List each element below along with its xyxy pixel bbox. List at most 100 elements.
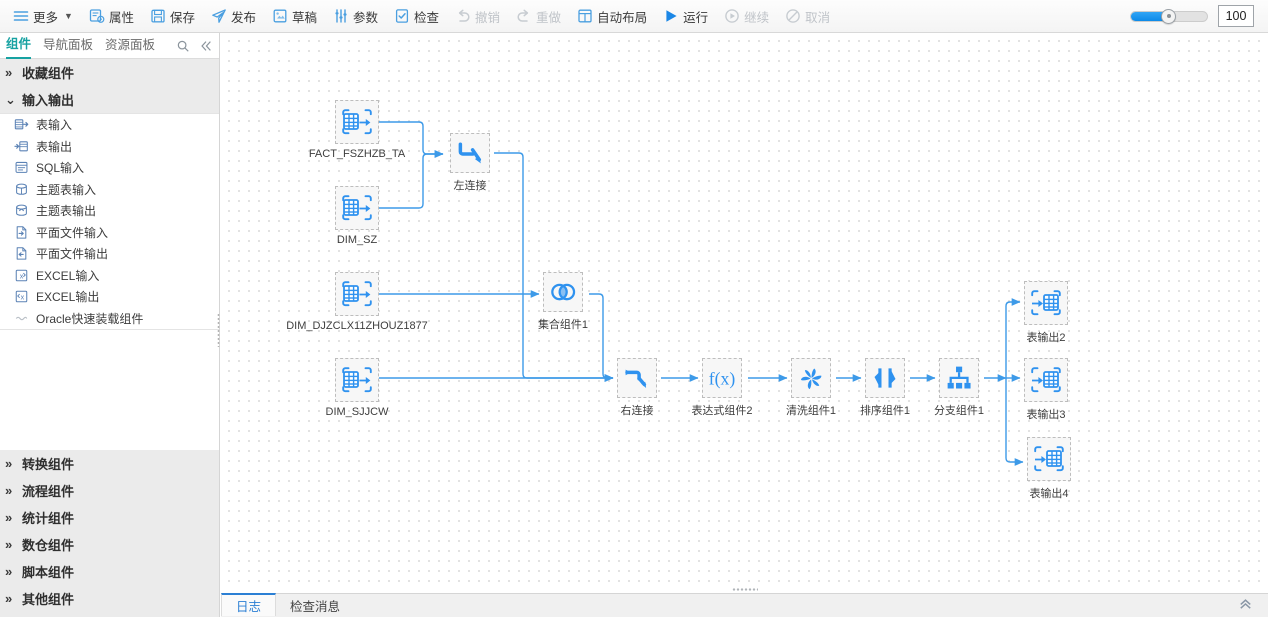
toolbar-button-save[interactable]: 保存 — [143, 4, 202, 29]
toolbar-button-label: 更多 — [33, 10, 59, 25]
canvas-node-n13[interactable]: 表输出3 — [1024, 358, 1068, 421]
tree-category-4[interactable]: »统计组件 — [0, 504, 219, 531]
sidebar-tab-0[interactable]: 组件 — [6, 32, 32, 59]
chevron-right-icon: » — [5, 456, 13, 471]
sort-icon[interactable] — [865, 358, 905, 398]
table-input-node-icon[interactable] — [335, 272, 379, 316]
canvas-node-n5[interactable]: 集合组件1 — [538, 272, 588, 331]
tree-category-3[interactable]: »流程组件 — [0, 477, 219, 504]
canvas-node-n4[interactable]: DIM_DJZCLX11ZHOUZ1877 — [286, 272, 428, 332]
bottom-tab-1[interactable]: 检查消息 — [290, 600, 341, 614]
tree-item-subject-output[interactable]: 主题表输出 — [0, 200, 219, 222]
canvas-node-label: 表达式组件2 — [691, 405, 753, 417]
toolbar-button-label: 继续 — [744, 10, 770, 25]
toolbar-button-label: 取消 — [805, 10, 831, 25]
canvas-node-n3[interactable]: 左连接 — [450, 133, 490, 192]
canvas-node-n11[interactable]: 分支组件1 — [934, 358, 984, 417]
tree-item-table-input[interactable]: 表输入 — [0, 114, 219, 136]
tree-category-7[interactable]: »其他组件 — [0, 585, 219, 612]
undo-icon — [455, 8, 471, 24]
zoom-value-input[interactable]: 100 — [1218, 5, 1254, 27]
toolbar-button-run[interactable]: 运行 — [656, 4, 715, 29]
table-input-node-icon[interactable] — [335, 100, 379, 144]
toolbar-button-cancel: 取消 — [778, 4, 837, 29]
sidebar-tab-tools — [176, 39, 213, 53]
zoom-slider-knob[interactable] — [1161, 8, 1177, 24]
union-icon[interactable] — [543, 272, 583, 312]
bottom-tab-0[interactable]: 日志 — [221, 593, 277, 616]
parameter-icon — [333, 8, 349, 24]
collapse-panel-icon[interactable] — [199, 39, 213, 53]
tree-category-5[interactable]: »数仓组件 — [0, 531, 219, 558]
canvas-node-label: 左连接 — [453, 180, 487, 192]
toolbar-button-label: 保存 — [169, 10, 195, 25]
tree-item-label: EXCEL输出 — [36, 290, 100, 305]
table-output-icon — [14, 139, 29, 154]
chevron-down-icon[interactable]: ▼ — [64, 11, 73, 21]
canvas-node-n14[interactable]: 表输出4 — [1027, 437, 1071, 500]
left-join-icon[interactable] — [450, 133, 490, 173]
canvas-bottom-splitter[interactable] — [221, 585, 1268, 593]
tree-category-1[interactable]: ⌄输入输出 — [0, 86, 219, 113]
tree-item-label: 平面文件输入 — [36, 225, 109, 240]
canvas-node-n10[interactable]: 排序组件1 — [860, 358, 910, 417]
tree-item-file-input[interactable]: 平面文件输入 — [0, 222, 219, 244]
toolbar-button-layout[interactable]: 自动布局 — [570, 4, 654, 29]
toolbar-button-check[interactable]: 检查 — [387, 4, 446, 29]
canvas-node-n12[interactable]: 表输出2 — [1024, 281, 1068, 344]
tree-item-label: 主题表输出 — [36, 204, 97, 219]
toolbar-button-label: 发布 — [230, 10, 256, 25]
tree-item-sql-input[interactable]: SQL输入 — [0, 157, 219, 179]
tree-item-oracle-loader[interactable]: Oracle快速装载组件 — [0, 308, 219, 330]
toolbar-button-hamburger[interactable]: 更多 ▼ — [6, 4, 80, 29]
canvas-node-label: DIM_SZ — [336, 234, 378, 246]
table-input-node-icon[interactable] — [335, 186, 379, 230]
canvas-node-n6[interactable]: DIM_SJJCW — [326, 358, 388, 418]
sidebar-tab-1[interactable]: 导航面板 — [43, 38, 94, 52]
clean-icon[interactable] — [791, 358, 831, 398]
toolbar-button-properties[interactable]: 属性 — [82, 4, 141, 29]
tree-category-2[interactable]: »转换组件 — [0, 450, 219, 477]
tree-item-label: 表输出 — [36, 139, 73, 154]
toolbar-button-parameter[interactable]: 参数 — [326, 4, 385, 29]
toolbar-button-label: 运行 — [683, 10, 709, 25]
tree-list-filler — [0, 330, 219, 450]
canvas-node-n7[interactable]: 右连接 — [617, 358, 657, 417]
canvas-node-n2[interactable]: DIM_SZ — [335, 186, 379, 246]
table-output-node-icon[interactable] — [1024, 281, 1068, 325]
toolbar-button-publish[interactable]: 发布 — [204, 4, 263, 29]
sql-input-icon — [14, 160, 29, 175]
branch-icon[interactable] — [939, 358, 979, 398]
canvas-node-n1[interactable]: FACT_FSZHZB_TA — [309, 100, 405, 160]
tree-category-6[interactable]: »脚本组件 — [0, 558, 219, 585]
table-output-node-icon[interactable] — [1027, 437, 1071, 481]
chevron-right-icon: » — [5, 564, 13, 579]
zoom-slider-fill — [1131, 11, 1167, 21]
chevron-double-up-icon[interactable] — [1237, 595, 1254, 617]
sidebar-resize-grip[interactable] — [217, 313, 220, 347]
zoom-slider[interactable] — [1130, 8, 1208, 24]
canvas-node-n9[interactable]: 清洗组件1 — [786, 358, 836, 417]
tree-item-label: Oracle快速装载组件 — [36, 311, 144, 326]
canvas-node-n8[interactable]: f(x) 表达式组件2 — [691, 358, 753, 417]
search-icon[interactable] — [176, 39, 190, 53]
tree-category-0[interactable]: »收藏组件 — [0, 59, 219, 86]
canvas-node-label: 清洗组件1 — [785, 405, 837, 417]
table-output-node-icon[interactable] — [1024, 358, 1068, 402]
table-input-node-icon[interactable] — [335, 358, 379, 402]
tree-item-file-output[interactable]: 平面文件输出 — [0, 243, 219, 265]
toolbar-button-draft[interactable]: 草稿 — [265, 4, 324, 29]
expression-icon[interactable]: f(x) — [702, 358, 742, 398]
right-join-icon[interactable] — [617, 358, 657, 398]
canvas-node-label: 分支组件1 — [933, 405, 985, 417]
sidebar-tab-2[interactable]: 资源面板 — [105, 38, 156, 52]
canvas-node-label: 排序组件1 — [859, 405, 911, 417]
chevron-down-icon: ⌄ — [5, 91, 16, 107]
tree-item-table-output[interactable]: 表输出 — [0, 136, 219, 158]
publish-icon — [211, 8, 227, 24]
toolbar-button-label: 属性 — [108, 10, 134, 25]
flow-canvas[interactable]: FACT_FSZHZB_TA DIM_SZ 左连接 DIM_DJZCLX11ZHOUZ… — [221, 33, 1268, 585]
tree-item-subject-input[interactable]: 主题表输入 — [0, 179, 219, 201]
